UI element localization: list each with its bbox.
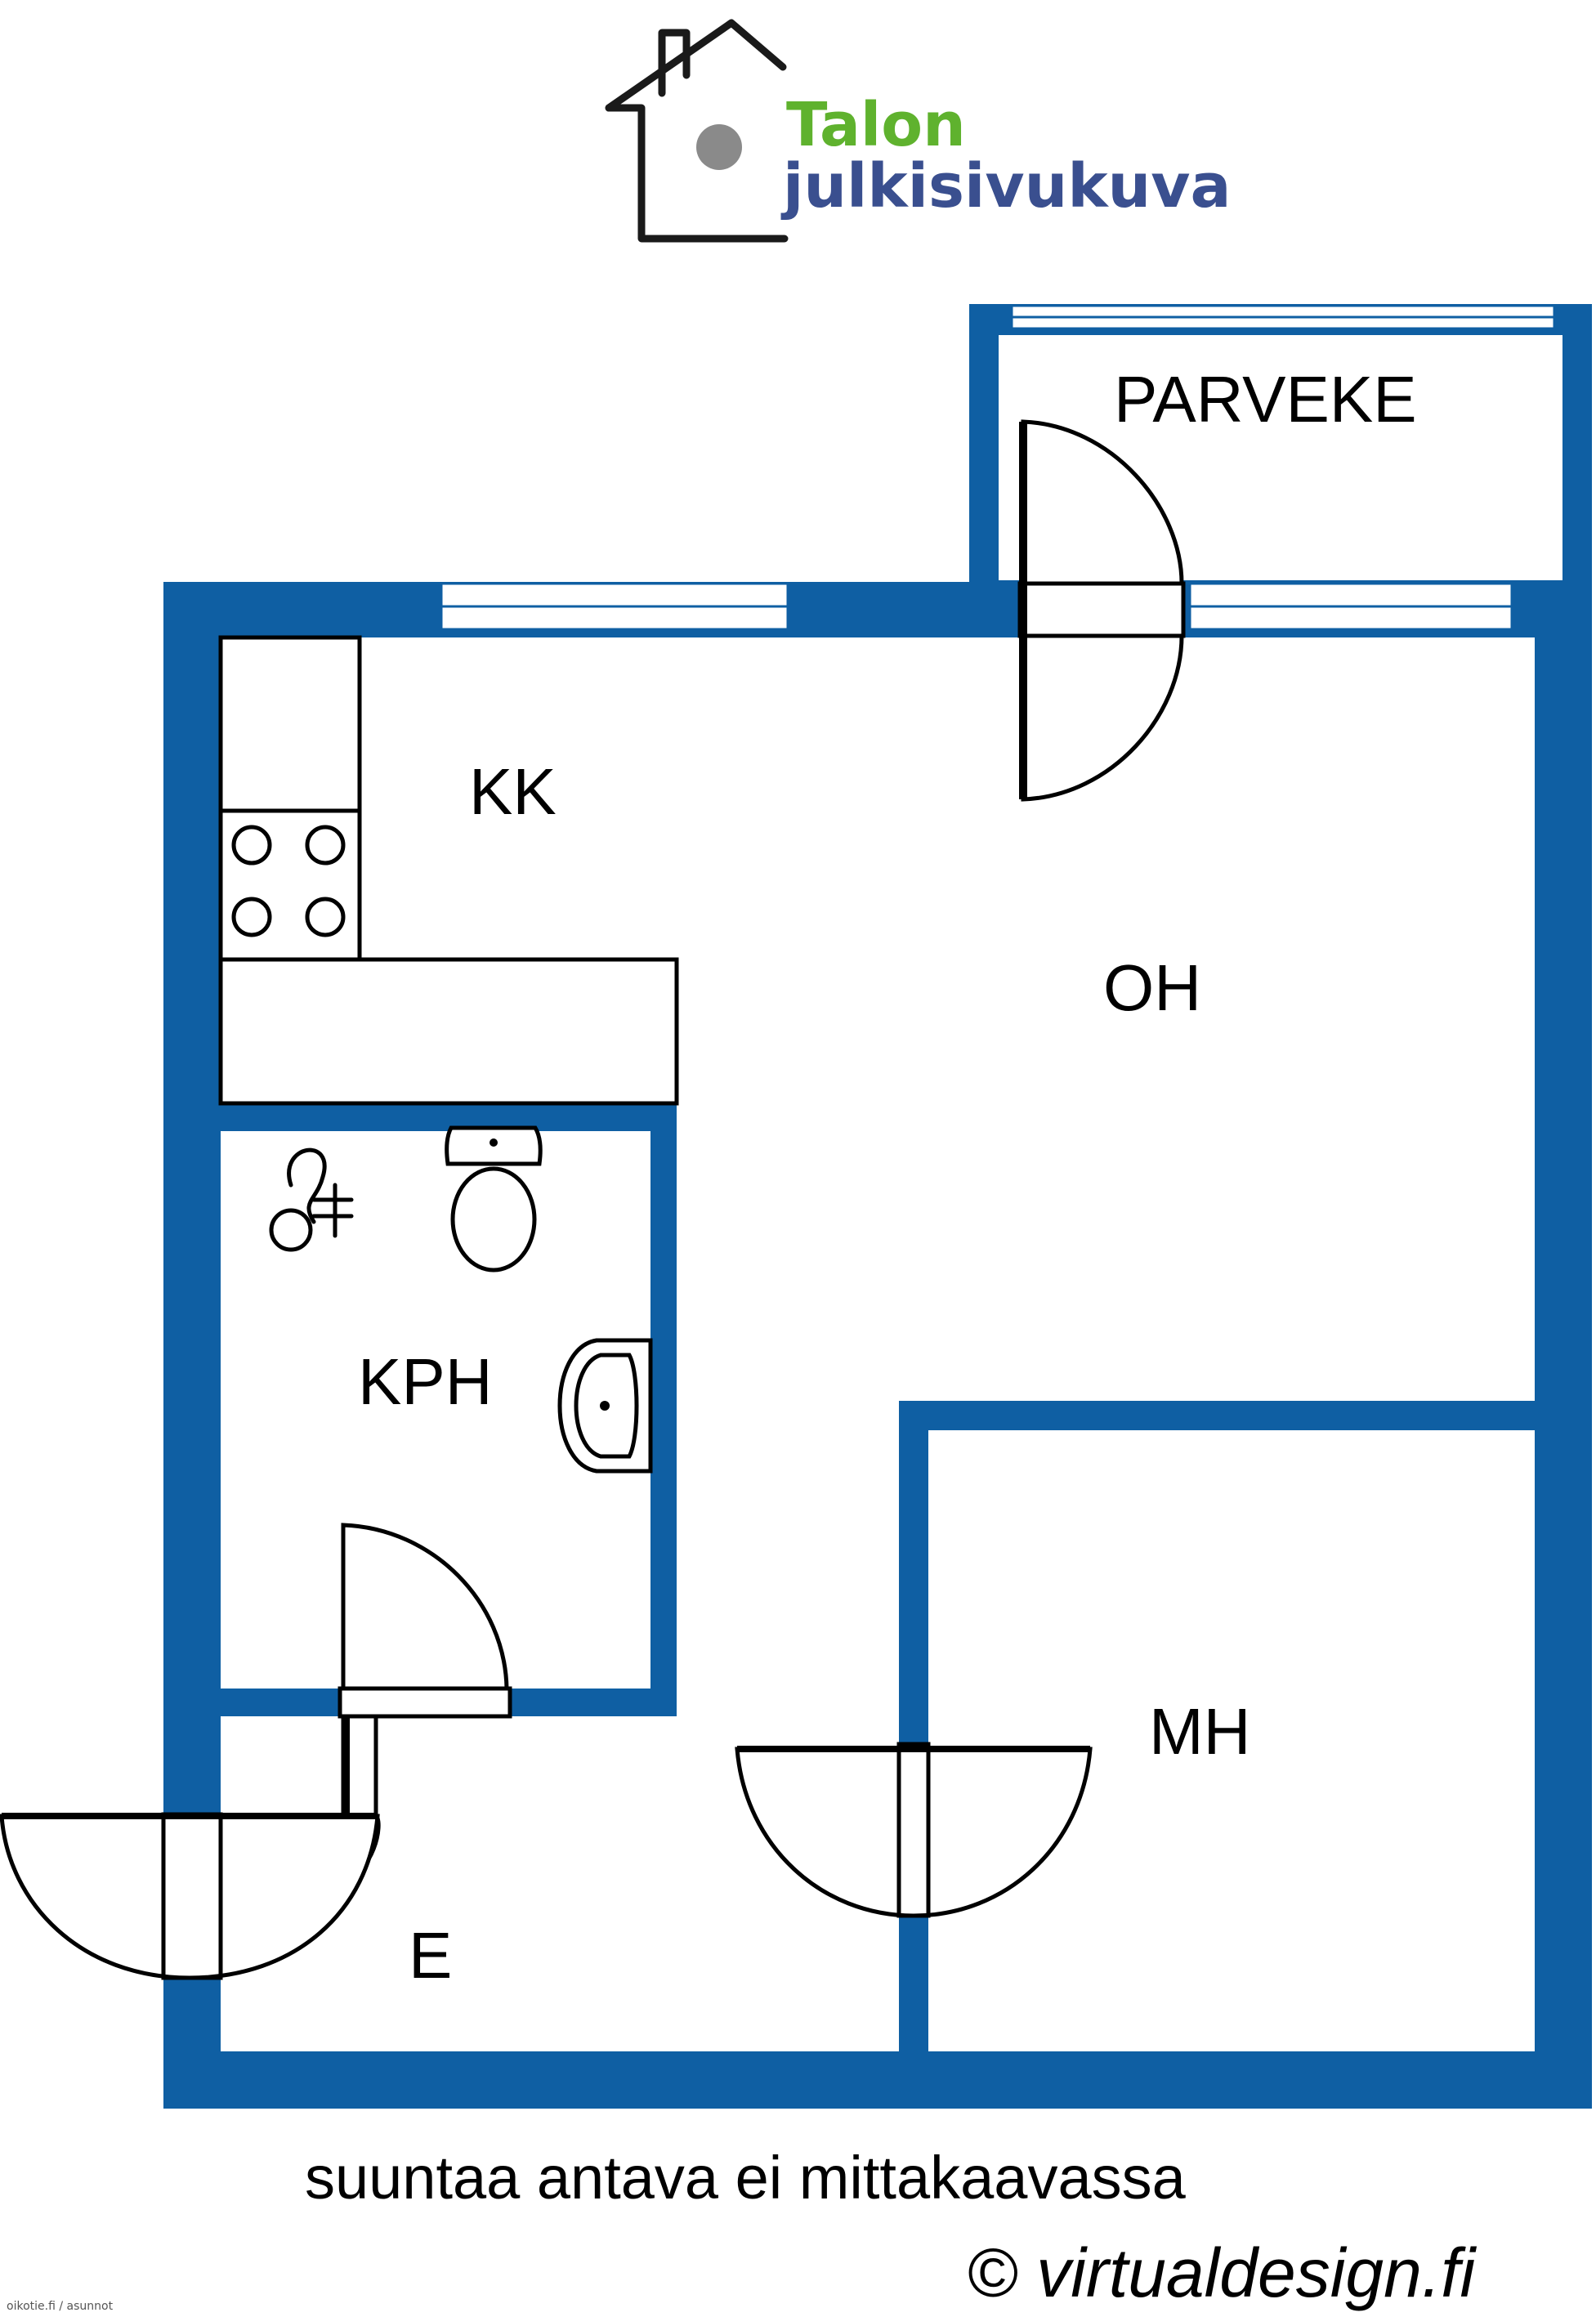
stove-burner-icon bbox=[305, 825, 346, 866]
windows bbox=[440, 304, 1566, 631]
room-label-balcony: PARVEKE bbox=[1114, 363, 1417, 436]
kitchen-cabinet bbox=[218, 635, 362, 813]
room-label-kitchen: KK bbox=[469, 755, 557, 828]
room-label-bathroom: KPH bbox=[358, 1345, 493, 1418]
sink-drain bbox=[600, 1401, 610, 1411]
toilet-bowl-icon bbox=[450, 1166, 537, 1273]
room-label-living: OH bbox=[1103, 951, 1201, 1024]
brand-logo: Talon julkisivukuva bbox=[605, 19, 1231, 243]
balcony-door-swing-lower bbox=[1021, 633, 1184, 802]
balcony-door-swing bbox=[1021, 419, 1184, 586]
shower-icon bbox=[269, 1147, 354, 1252]
entrance-door-swing bbox=[0, 1814, 380, 1980]
bathroom-door-frame bbox=[338, 1686, 512, 1719]
room-labels: PARVEKE KK OH KPH MH E bbox=[358, 363, 1417, 1992]
room-label-entrance: E bbox=[409, 1919, 452, 1992]
bathroom-fixtures bbox=[269, 1125, 653, 1474]
stove-burner-icon bbox=[305, 897, 346, 937]
copyright-credit: © virtualdesign.fi bbox=[967, 2234, 1478, 2311]
bathroom-door-swing bbox=[341, 1523, 509, 1691]
stove-burner-icon bbox=[231, 897, 272, 937]
house-outline-icon bbox=[605, 19, 789, 243]
logo-line1: Talon bbox=[786, 90, 966, 160]
logo-line2: julkisivukuva bbox=[780, 151, 1231, 221]
kitchen-counter bbox=[218, 957, 679, 1106]
scale-disclaimer: suuntaa antava ei mittakaavassa bbox=[305, 2144, 1187, 2212]
bedroom-door-swing bbox=[735, 1747, 1093, 1918]
balcony-door-frame bbox=[1017, 581, 1186, 638]
kitchen-fixtures bbox=[218, 635, 679, 1106]
toilet-dot bbox=[490, 1138, 498, 1147]
watermark: oikotie.fi / asunnot bbox=[7, 2300, 114, 2313]
doors bbox=[0, 419, 1186, 1980]
logo-dot bbox=[696, 124, 742, 170]
stove-burner-icon bbox=[231, 825, 272, 866]
room-label-bedroom: MH bbox=[1149, 1695, 1250, 1768]
